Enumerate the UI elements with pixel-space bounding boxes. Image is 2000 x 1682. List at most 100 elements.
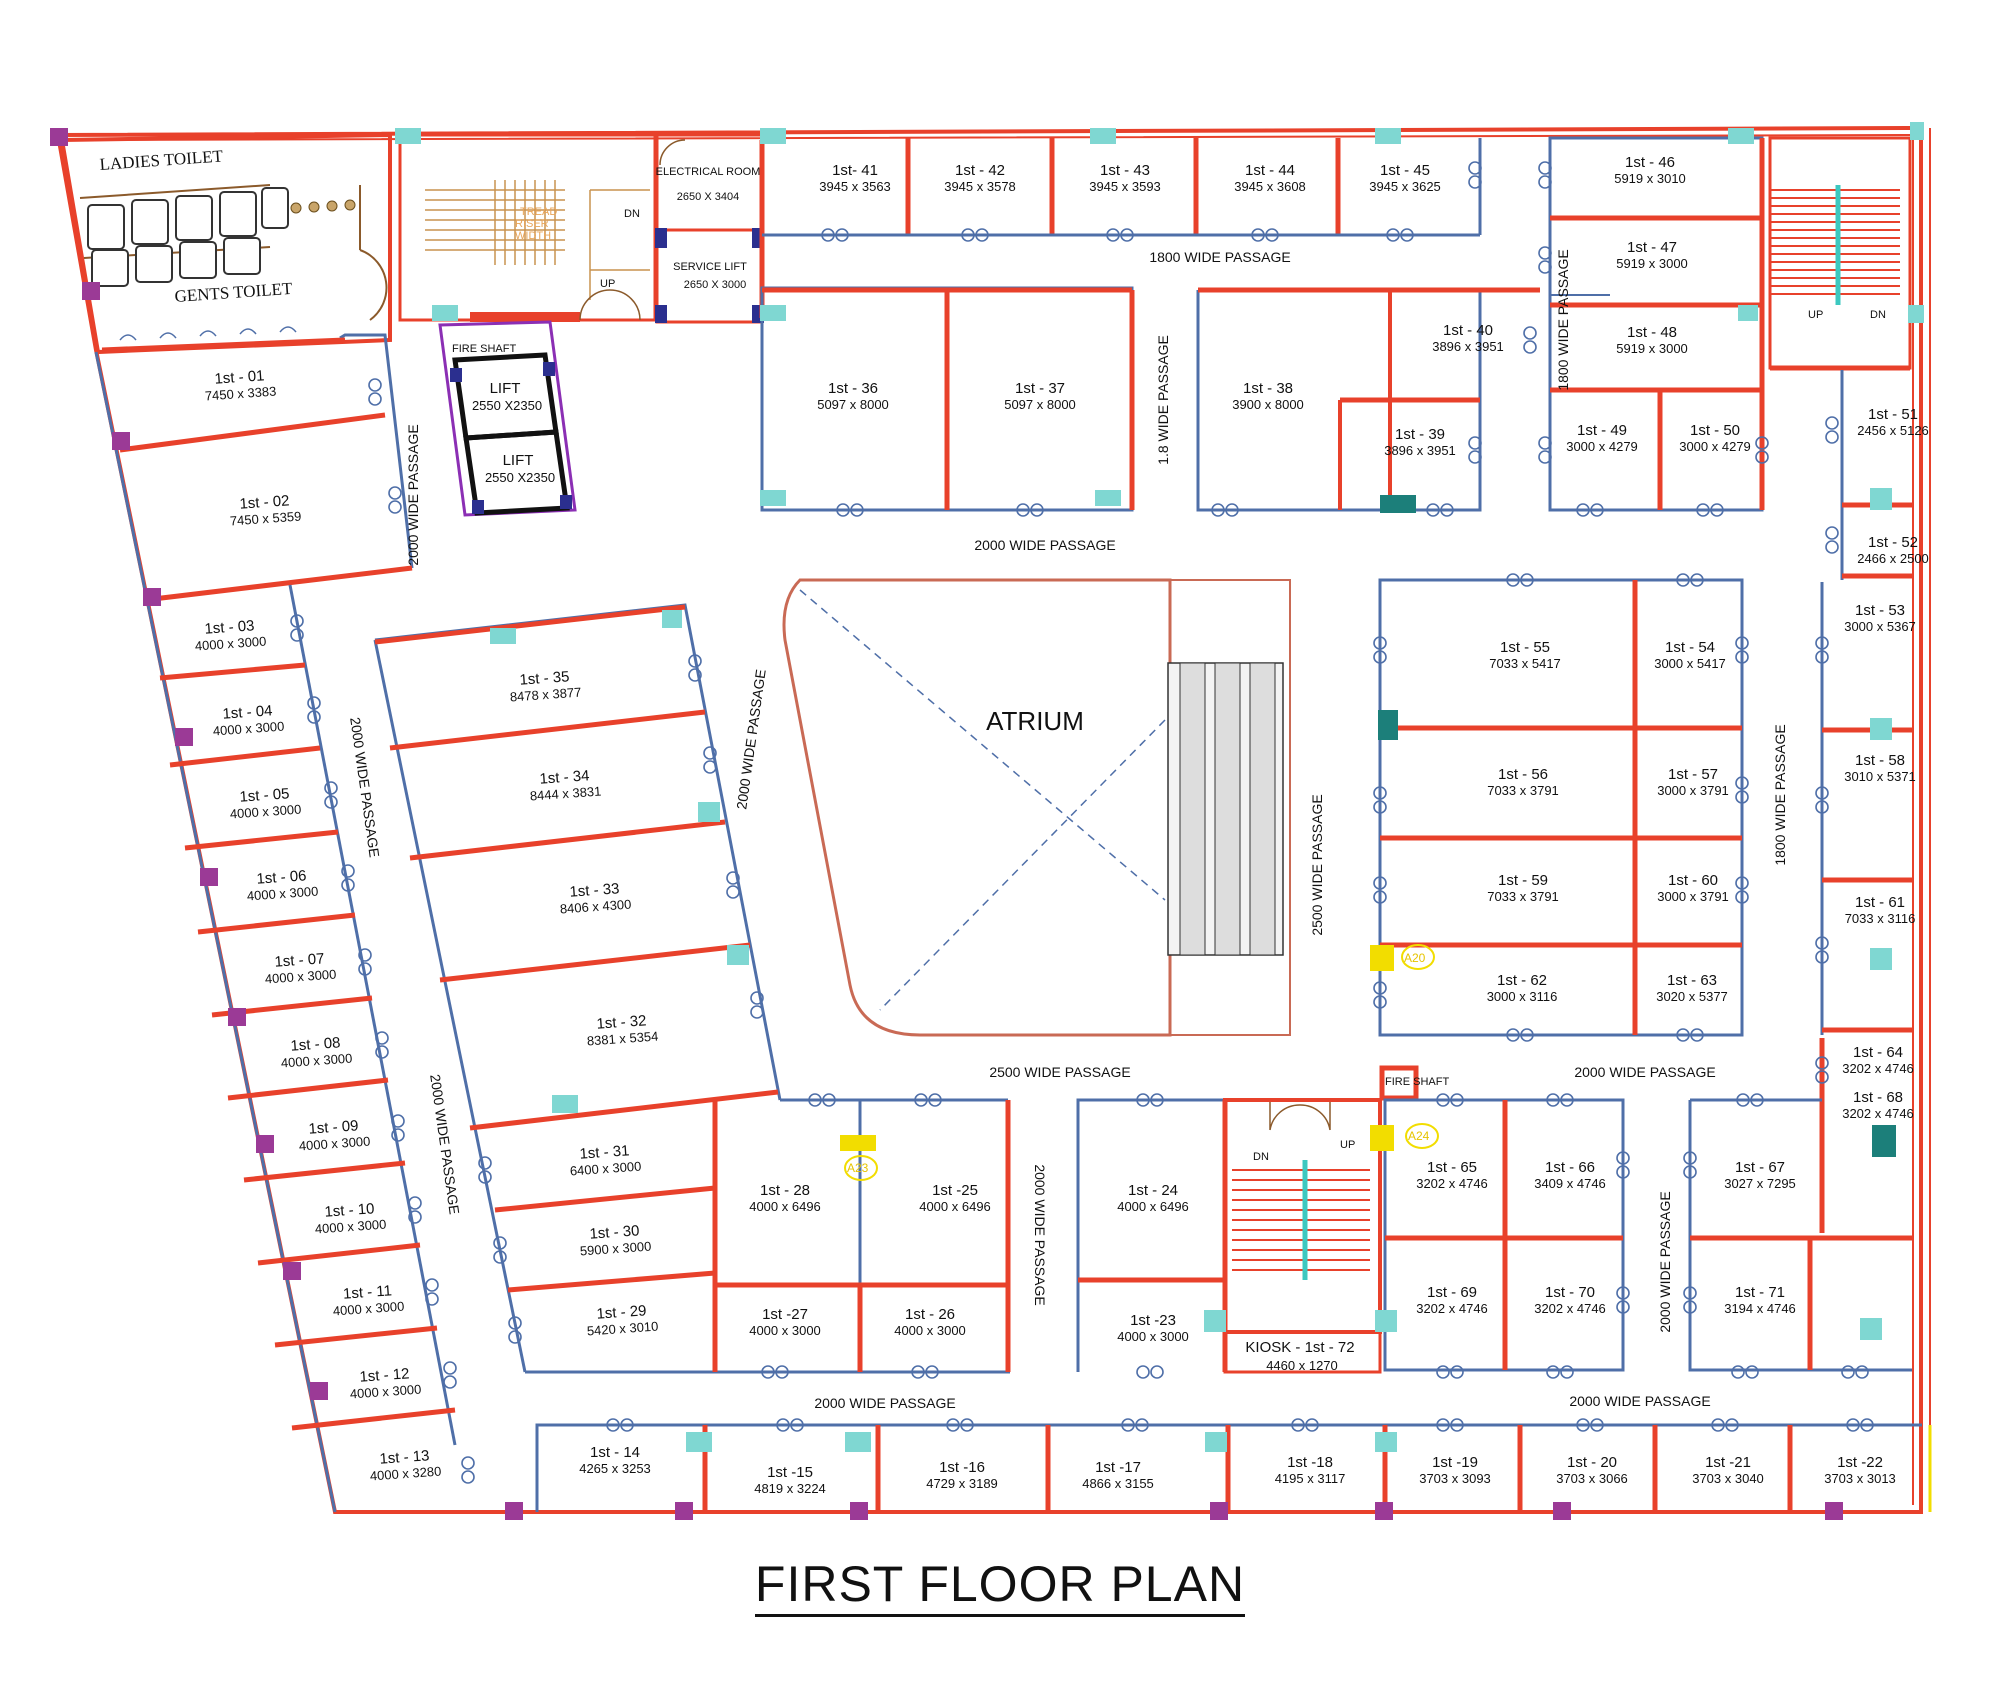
- unit-name: 1st - 33: [569, 880, 620, 900]
- ladies-toilet-label: LADIES TOILET: [99, 146, 224, 174]
- right-staircase: [1768, 136, 1912, 371]
- unit-name: 1st - 47: [1627, 239, 1677, 256]
- unit-size: 3000 x 4279: [1679, 439, 1751, 454]
- passage-label: 1800 WIDE PASSAGE: [1772, 724, 1788, 865]
- lift-1-label: LIFT: [490, 380, 521, 397]
- door-swing-icon: [395, 122, 1924, 1452]
- unit-name: 1st - 63: [1667, 972, 1717, 989]
- unit-size: 4000 x 6496: [1117, 1199, 1189, 1214]
- unit-name: 1st - 29: [596, 1302, 647, 1322]
- unit-name: 1st - 54: [1665, 639, 1715, 656]
- unit-size: 4000 x 3000: [749, 1323, 821, 1338]
- unit-size: 4729 x 3189: [926, 1476, 998, 1491]
- unit-size: 2466 x 2500: [1857, 551, 1929, 566]
- column-icon: [50, 128, 1843, 1520]
- unit-size: 4819 x 3224: [754, 1481, 826, 1496]
- unit-size: 3900 x 8000: [1232, 397, 1304, 412]
- unit-name: 1st - 67: [1735, 1159, 1785, 1176]
- unit-size: 3703 x 3066: [1556, 1471, 1628, 1486]
- stair-tread-label: TREAD: [520, 206, 557, 218]
- center-stair-dn-label: DN: [1253, 1151, 1269, 1163]
- unit-size: 4000 x 6496: [919, 1199, 991, 1214]
- passage-label: 2000 WIDE PASSAGE: [974, 537, 1115, 553]
- unit-size: 3202 x 4746: [1416, 1176, 1488, 1191]
- lift-2-label: LIFT: [503, 452, 534, 469]
- unit-size: 7033 x 3116: [1845, 911, 1916, 926]
- toilet-icon: [87, 187, 289, 287]
- unit-size: 3896 x 3951: [1384, 443, 1456, 458]
- passage-label: 2000 WIDE PASSAGE: [733, 668, 769, 810]
- unit-size: 5900 x 3000: [579, 1239, 651, 1259]
- passage-label: 2000 WIDE PASSAGE: [427, 1073, 463, 1215]
- unit-size: 3000 x 3116: [1487, 989, 1558, 1004]
- electrical-room-label: ELECTRICAL ROOM: [656, 166, 761, 178]
- unit-name: 1st - 30: [589, 1222, 640, 1242]
- block-23-24-walls: [1076, 1065, 1419, 1374]
- unit-size: 7033 x 5417: [1489, 656, 1561, 671]
- unit-name: 1st - 08: [290, 1034, 341, 1054]
- unit-size: 5919 x 3000: [1616, 256, 1688, 271]
- unit-name: 1st -23: [1130, 1312, 1176, 1329]
- unit-name: 1st -18: [1287, 1454, 1333, 1471]
- unit-name: 1st - 14: [590, 1444, 640, 1461]
- unit-size: 4000 x 3000: [212, 719, 284, 739]
- unit-size: 8478 x 3877: [509, 685, 581, 705]
- unit-name: 1st - 09: [308, 1117, 359, 1137]
- unit-size: 3202 x 4746: [1534, 1301, 1606, 1316]
- unit-size: 4000 x 3000: [314, 1217, 386, 1237]
- unit-name: 1st - 55: [1500, 639, 1550, 656]
- lift-block: [438, 320, 577, 517]
- escalator-icon: [1167, 662, 1284, 956]
- unit-size: 8444 x 3831: [529, 784, 601, 804]
- unit-name: 1st - 58: [1855, 752, 1905, 769]
- marker-icon: [840, 944, 1439, 1181]
- block-36-40: [760, 286, 1540, 513]
- unit-name: 1st - 45: [1380, 162, 1430, 179]
- unit-name: 1st -17: [1095, 1459, 1141, 1476]
- unit-size: 3945 x 3578: [944, 179, 1016, 194]
- passage-label: 2000 WIDE PASSAGE: [1657, 1191, 1673, 1332]
- unit-name: 1st - 06: [256, 867, 307, 887]
- unit-name: 1st - 35: [519, 668, 570, 688]
- passage-label: 2000 WIDE PASSAGE: [1032, 1164, 1048, 1305]
- unit-size: 4000 x 3000: [349, 1382, 421, 1402]
- unit-size: 4000 x 3000: [332, 1299, 404, 1319]
- unit-name: 1st - 24: [1128, 1182, 1178, 1199]
- unit-size: 3202 x 4746: [1842, 1106, 1914, 1121]
- unit-size: 3000 x 5417: [1654, 656, 1726, 671]
- unit-name: 1st - 43: [1100, 162, 1150, 179]
- unit-name: 1st - 62: [1497, 972, 1547, 989]
- unit-size: 5097 x 8000: [817, 397, 889, 412]
- unit-name: 1st - 70: [1545, 1284, 1595, 1301]
- unit-size: 2456 x 5126: [1857, 423, 1929, 438]
- kiosk-size: 4460 x 1270: [1266, 1358, 1338, 1373]
- gents-toilet-label: GENTS TOILET: [174, 279, 294, 306]
- unit-size: 5919 x 3000: [1616, 341, 1688, 356]
- unit-name: 1st - 01: [214, 367, 265, 387]
